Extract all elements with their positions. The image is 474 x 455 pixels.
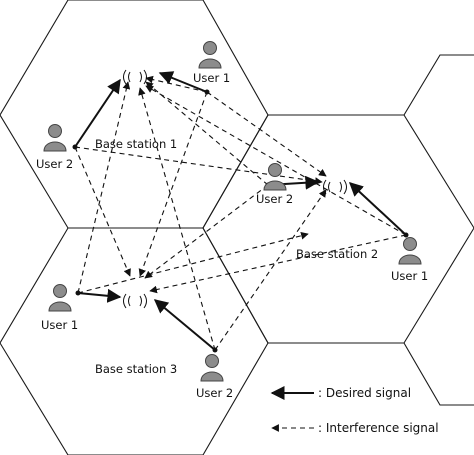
cell-3 (0, 227, 269, 455)
user-icon (198, 41, 222, 69)
interference-arrow (77, 81, 131, 294)
base-station-label: Base station 3 (95, 362, 177, 376)
user-icon (398, 237, 422, 265)
cell-2 (202, 114, 474, 344)
user-label: User 2 (36, 157, 73, 171)
signal-point (75, 290, 81, 296)
interference-arrow (144, 184, 269, 279)
cell-edge (403, 54, 474, 116)
interference-links (74, 75, 407, 351)
interference-arrow (74, 146, 323, 185)
interference-arrow (149, 234, 407, 294)
signal-point (72, 144, 78, 150)
signal-point (212, 347, 218, 353)
legend-desired-label: : Desired signal (318, 386, 411, 400)
cell-edge (403, 342, 474, 406)
desired-arrow (348, 182, 407, 236)
interference-arrow (206, 91, 327, 177)
user-icon (200, 354, 224, 382)
interference-arrow (138, 87, 216, 351)
user-label: User 1 (41, 318, 78, 332)
base-station-3-tower-icon (121, 293, 149, 354)
base-station-1-tower-icon (121, 69, 149, 130)
base-station-label: Base station 1 (95, 137, 177, 151)
interference-arrow (74, 146, 131, 277)
base-station-2-tower-icon (321, 179, 349, 240)
signal-point (403, 232, 409, 238)
user-label: User 2 (196, 386, 233, 400)
user-icon (48, 284, 72, 312)
desired-arrow (74, 78, 121, 148)
interference-arrow (138, 91, 208, 277)
cell-1 (0, 0, 269, 229)
legend: : Desired signal : Interference signal (270, 386, 439, 435)
interference-arrow (145, 85, 407, 236)
desired-arrow (77, 288, 122, 303)
legend-interference-label: : Interference signal (318, 421, 439, 435)
desired-links (74, 71, 407, 351)
interference-arrow (214, 189, 327, 351)
user-label: User 2 (256, 192, 293, 206)
desired-arrow (158, 71, 208, 93)
signal-point (204, 89, 210, 95)
user-icon (43, 124, 67, 152)
interference-arrow (77, 231, 309, 294)
interference-arrow (145, 81, 269, 186)
interference-arrow (145, 75, 208, 93)
user-label: User 1 (391, 269, 428, 283)
user-signal-points (72, 89, 409, 353)
desired-arrow (153, 299, 216, 351)
base-station-label: Base station 2 (296, 247, 378, 261)
user-label: User 1 (193, 71, 230, 85)
